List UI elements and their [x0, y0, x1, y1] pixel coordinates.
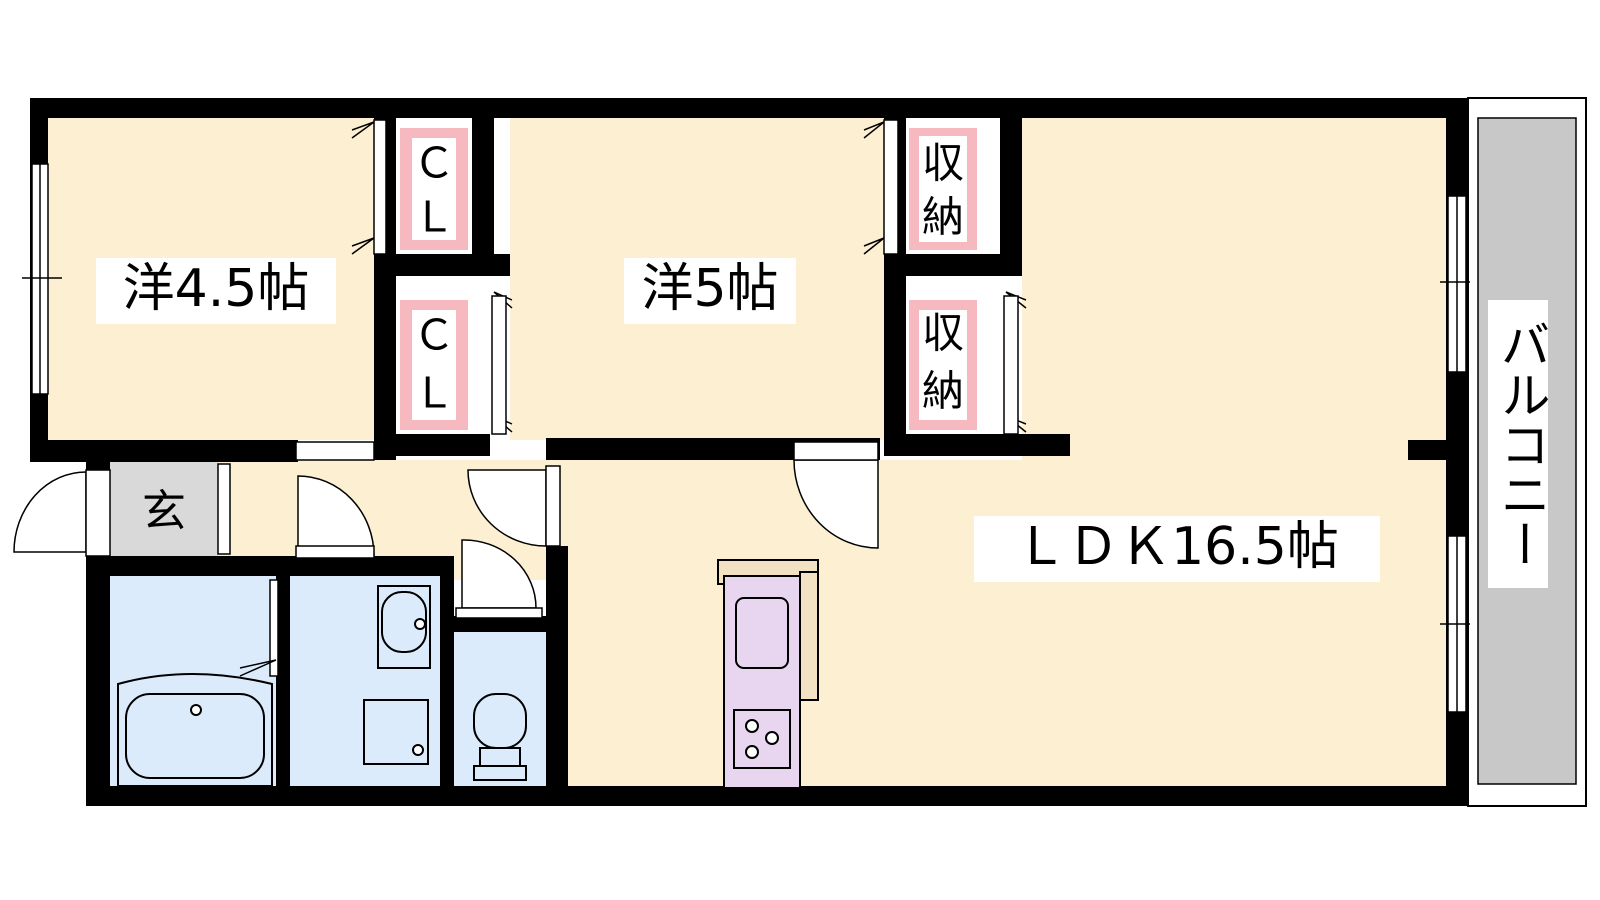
ldk-floor-upper: [1022, 118, 1454, 460]
balcony-label: バルコニー: [1493, 319, 1551, 569]
closet-2-label-top: Ｃ: [413, 311, 455, 360]
balcony: バルコニー: [1467, 97, 1587, 807]
kitchen-sink: [735, 597, 789, 669]
western-room-1-label: 洋4.5帖: [123, 259, 310, 319]
storage-1-label-top: 収: [922, 139, 964, 188]
ldk-floor: [568, 460, 1454, 788]
toilet: [473, 693, 527, 781]
washing-machine: [363, 699, 429, 765]
front-door: [13, 471, 87, 553]
storage-boxes: [400, 128, 977, 430]
kitchen-counter: [717, 559, 819, 789]
closet-door: [467, 469, 547, 547]
storage-2-label-top: 収: [922, 309, 964, 358]
storage-2-label-bottom: 納: [922, 367, 964, 416]
toilet-door: [461, 539, 537, 609]
entrance-label: 玄: [142, 486, 186, 537]
ldk-label: ＬＤＫ16.5帖: [1015, 517, 1339, 577]
entrance-floor: [110, 460, 218, 556]
western-room-2-label: 洋5帖: [641, 259, 778, 319]
washbasin: [377, 585, 431, 669]
ldk-door: [793, 459, 879, 549]
room-labels: 洋4.5帖 洋5帖 ＬＤＫ16.5帖 Ｃ Ｌ Ｃ Ｌ 収 納 収 納 玄: [96, 139, 1380, 582]
kitchen-stove: [733, 709, 791, 769]
storage-1-label-bottom: 納: [922, 193, 964, 242]
closet-2-label-bottom: Ｌ: [413, 369, 455, 418]
bathtub: [117, 673, 273, 787]
doors: [13, 119, 1027, 677]
closet-1-label-top: Ｃ: [413, 139, 455, 188]
windows: [22, 163, 1470, 713]
floor-fills: [48, 118, 1454, 788]
closet-1-label-bottom: Ｌ: [413, 193, 455, 242]
